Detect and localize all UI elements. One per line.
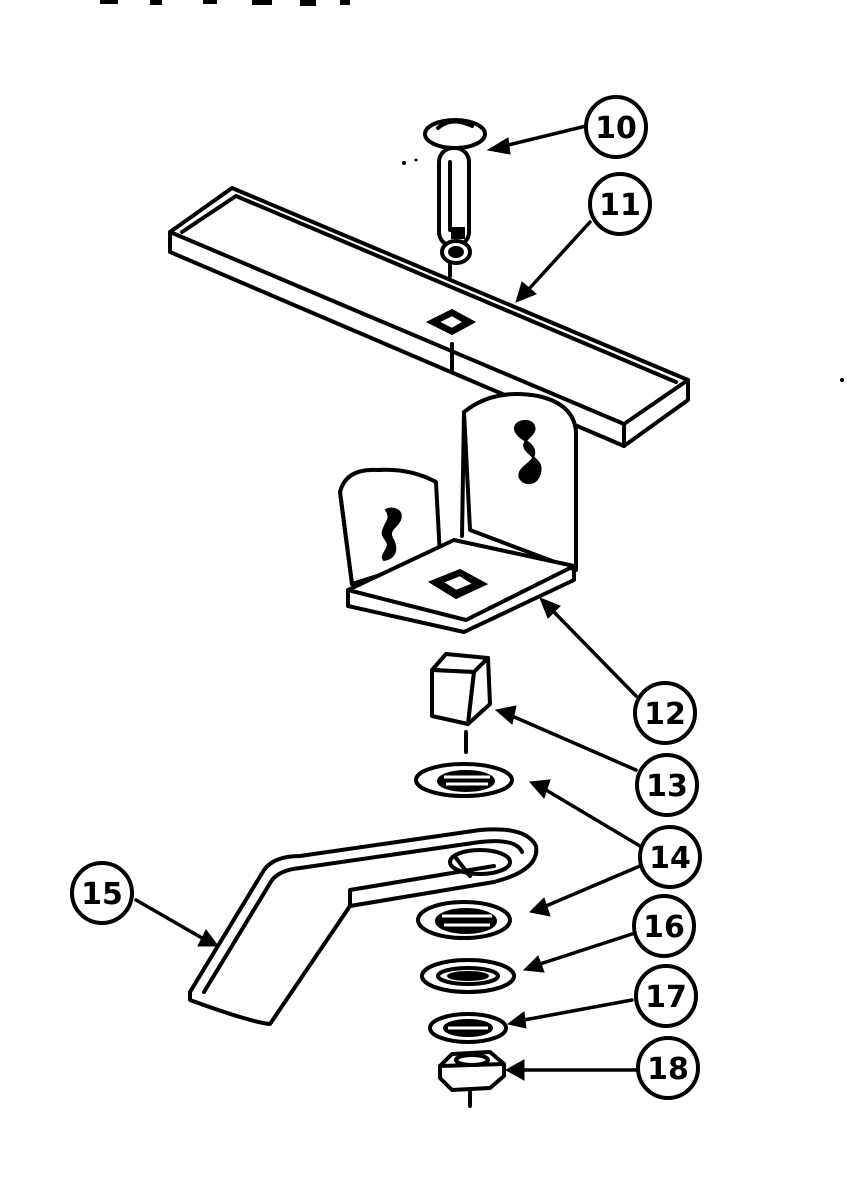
part-flat-washer bbox=[420, 958, 516, 994]
callout-17-label: 17 bbox=[645, 980, 687, 1015]
leader-14-upper bbox=[528, 779, 642, 848]
leader-13 bbox=[494, 705, 638, 772]
callout-10-label: 10 bbox=[595, 111, 637, 146]
callout-15: 15 bbox=[70, 861, 134, 925]
callout-13: 13 bbox=[635, 753, 699, 817]
part-nut bbox=[438, 1050, 506, 1108]
scan-specks bbox=[100, 0, 844, 382]
callout-18-label: 18 bbox=[647, 1052, 689, 1087]
callout-10: 10 bbox=[584, 95, 648, 159]
callout-11: 11 bbox=[588, 172, 652, 236]
part-plate bbox=[168, 186, 690, 448]
part-bracket bbox=[338, 392, 578, 634]
part-spring-washer-upper bbox=[414, 762, 514, 798]
leader-16 bbox=[522, 932, 634, 973]
callout-16-label: 16 bbox=[643, 910, 685, 945]
part-square-bushing bbox=[430, 652, 492, 754]
leader-18 bbox=[504, 1059, 638, 1081]
leader-10 bbox=[486, 124, 588, 155]
callout-18: 18 bbox=[636, 1036, 700, 1100]
leader-17 bbox=[506, 998, 634, 1029]
part-arm bbox=[188, 827, 539, 1026]
callout-17: 17 bbox=[634, 964, 698, 1028]
leader-12 bbox=[539, 597, 638, 698]
callout-12-label: 12 bbox=[644, 697, 686, 732]
callout-13-label: 13 bbox=[646, 769, 688, 804]
callout-15-label: 15 bbox=[81, 877, 123, 912]
callout-14-label: 14 bbox=[649, 841, 691, 876]
leader-11 bbox=[515, 220, 592, 303]
part-spring-washer-lower bbox=[416, 900, 512, 940]
callout-12: 12 bbox=[633, 681, 697, 745]
leader-15 bbox=[134, 898, 219, 947]
part-clevis-pin bbox=[423, 118, 487, 278]
callout-16: 16 bbox=[632, 894, 696, 958]
callout-14: 14 bbox=[638, 825, 702, 889]
leader-14-lower bbox=[528, 864, 642, 917]
callout-11-label: 11 bbox=[599, 188, 641, 223]
part-lock-washer bbox=[428, 1012, 508, 1044]
